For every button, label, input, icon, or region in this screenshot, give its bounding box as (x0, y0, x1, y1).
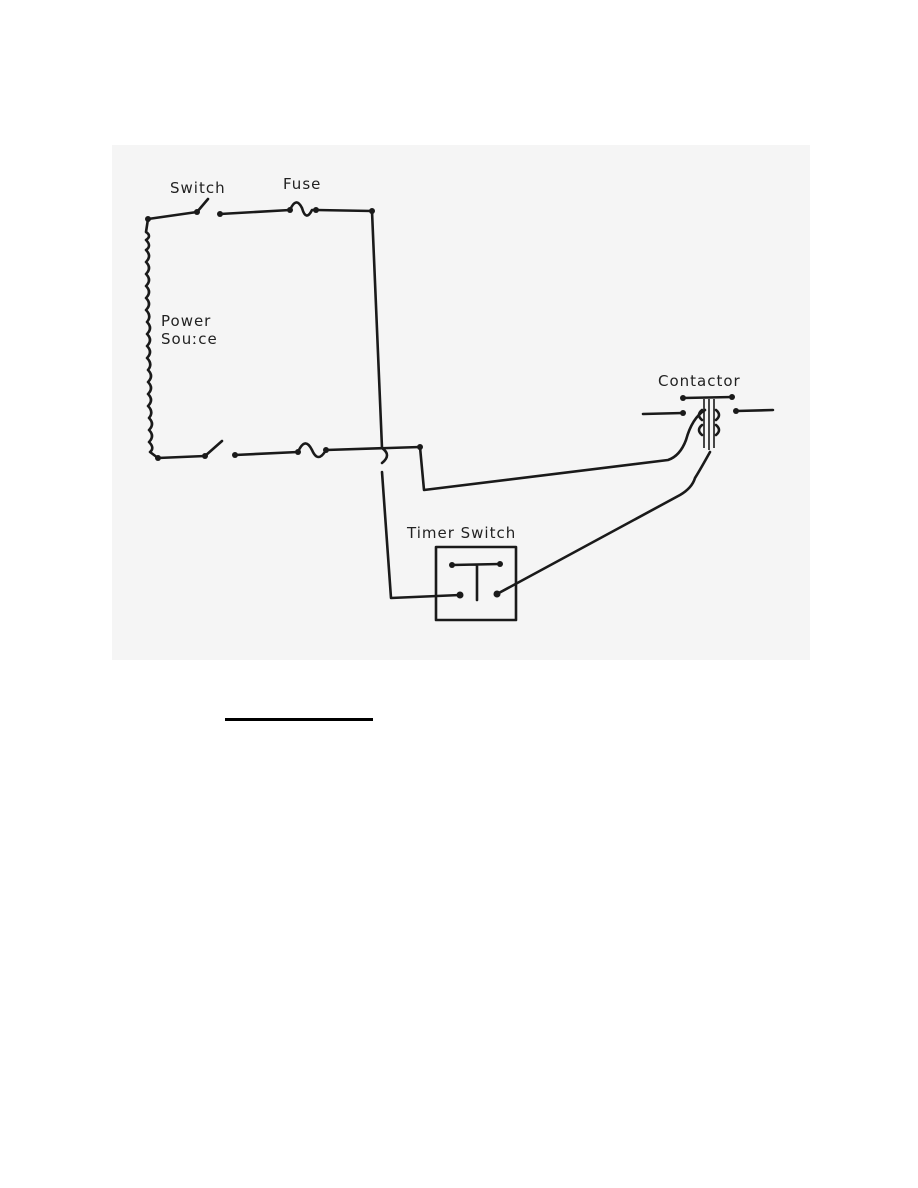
scan-background (112, 145, 810, 660)
label-fuse: Fuse (283, 175, 321, 193)
contactor (641, 394, 775, 450)
caption-underline (225, 718, 373, 721)
wire-to-contactor (418, 408, 707, 492)
label-power: Power (161, 312, 211, 330)
top-fuse (217, 201, 375, 217)
power-source-coil (144, 217, 160, 460)
timer-switch (434, 545, 518, 622)
bottom-switch (155, 439, 224, 461)
wire-contactor-to-timer (495, 450, 712, 596)
label-switch: Switch (170, 179, 226, 197)
label-timer-switch: Timer Switch (406, 524, 516, 542)
label-contactor: Contactor (658, 372, 741, 390)
label-source: Souːce (161, 330, 218, 348)
top-switch (145, 197, 210, 222)
bottom-fuse (232, 442, 423, 459)
